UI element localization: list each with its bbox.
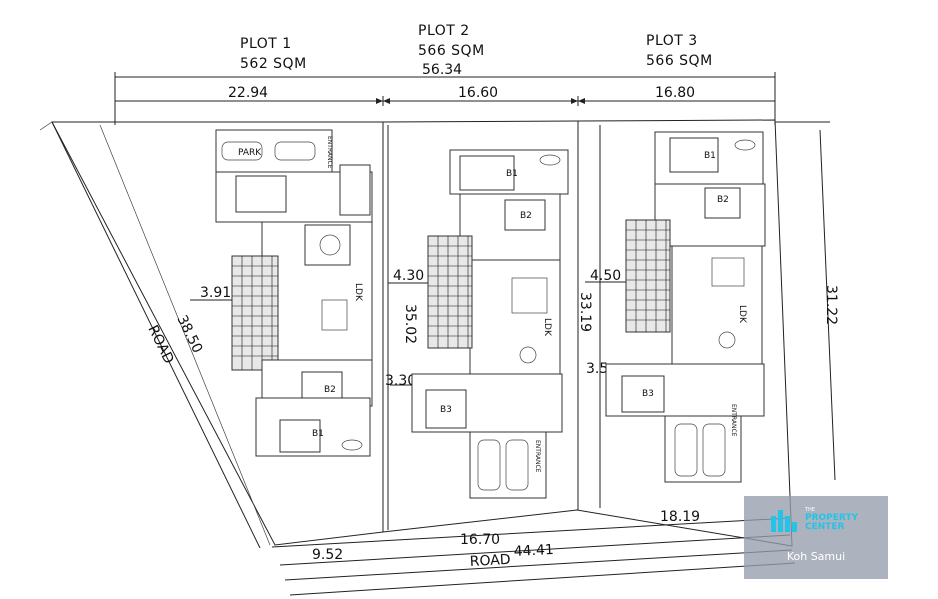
road-left-label: ROAD xyxy=(144,323,176,367)
dim-bottom-3: 18.19 xyxy=(660,509,700,525)
setback-dimensions: 3.91 4.30 35.02 3.30 4.50 33.19 3.5 xyxy=(190,268,626,389)
property-center-logo-icon xyxy=(771,510,797,532)
plot3-area: 566 SQM xyxy=(646,53,713,69)
road-bottom-label: ROAD xyxy=(469,552,511,570)
plot-division-lines xyxy=(382,121,601,532)
dim-total-top: 56.34 xyxy=(422,62,462,78)
dim-plot3-width: 16.80 xyxy=(655,85,695,101)
dim-setback-1: 3.91 xyxy=(200,285,231,301)
svg-text:PARK: PARK xyxy=(238,148,262,158)
dim-left-side: 38.50 xyxy=(173,313,205,356)
dim-setback-3: 4.50 xyxy=(590,268,621,284)
svg-text:B1: B1 xyxy=(704,151,716,161)
site-boundary xyxy=(39,119,793,547)
dim-offset-3: 3.5 xyxy=(586,361,608,377)
plot2-name: PLOT 2 xyxy=(418,23,470,39)
dim-plot2-width: 16.60 xyxy=(458,85,498,101)
svg-text:B2: B2 xyxy=(324,385,336,395)
house-1-floorplan: PARK ENTRANCE LDK B2 B1 xyxy=(215,129,373,457)
house-2-floorplan: B1 B2 LDK B3 ENTRANCE xyxy=(411,149,569,499)
plot1-area: 562 SQM xyxy=(240,56,307,72)
top-overall-dimension: 56.34 xyxy=(114,62,776,125)
dim-road-total: 44.41 xyxy=(513,542,554,560)
svg-text:LDK: LDK xyxy=(353,283,363,302)
logo-location: Koh Samui xyxy=(786,550,846,563)
plot3-name: PLOT 3 xyxy=(646,33,698,49)
dim-depth-2: 35.02 xyxy=(402,304,418,344)
dim-plot1-width: 22.94 xyxy=(228,85,268,101)
svg-text:B1: B1 xyxy=(506,169,518,179)
svg-text:ENTRANCE: ENTRANCE xyxy=(326,136,333,169)
dim-depth-3: 33.19 xyxy=(577,292,593,332)
svg-text:LDK: LDK xyxy=(737,305,747,324)
svg-text:B1: B1 xyxy=(312,429,324,439)
svg-text:B3: B3 xyxy=(642,389,654,399)
bottom-dimensions: 9.52 16.70 18.19 ROAD 44.41 xyxy=(271,509,796,596)
svg-text:ENTRANCE: ENTRANCE xyxy=(730,404,737,437)
dim-bottom-1: 9.52 xyxy=(312,547,343,563)
svg-text:B2: B2 xyxy=(717,195,729,205)
top-plot-dimensions: 22.94 16.60 16.80 xyxy=(115,85,775,106)
svg-text:LDK: LDK xyxy=(542,318,552,337)
right-side-dimension: 31.22 xyxy=(775,121,839,481)
plot1-name: PLOT 1 xyxy=(240,36,292,52)
dim-setback-2: 4.30 xyxy=(393,268,424,284)
plot2-area: 566 SQM xyxy=(418,43,485,59)
dim-right-side: 31.22 xyxy=(823,285,839,325)
logo-text-the: THE xyxy=(805,507,815,513)
logo-text-property: PROPERTY CENTER xyxy=(805,513,859,532)
svg-text:B3: B3 xyxy=(440,405,452,415)
watermark-logo: THE PROPERTY CENTER Koh Samui xyxy=(744,496,888,579)
dim-offset-2: 3.30 xyxy=(385,373,416,389)
svg-text:ENTRANCE: ENTRANCE xyxy=(534,440,541,473)
svg-text:B2: B2 xyxy=(520,211,532,221)
dim-bottom-2: 16.70 xyxy=(460,532,500,548)
house-3-floorplan: B1 B2 LDK B3 ENTRANCE xyxy=(605,131,766,483)
